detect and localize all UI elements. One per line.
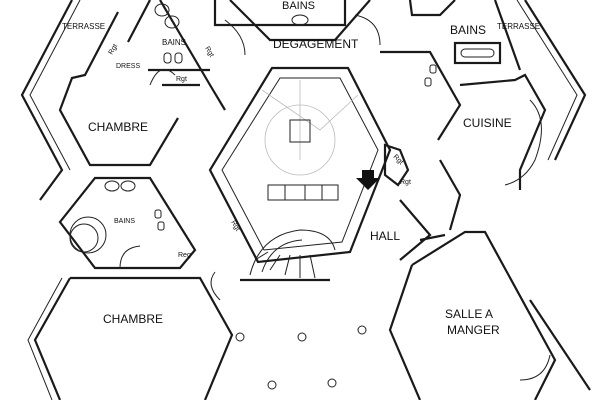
label-hall: HALL — [370, 229, 400, 243]
label-chambre-lower: CHAMBRE — [103, 312, 163, 326]
entrance-arrow-icon — [356, 170, 380, 190]
label-reg: Reg — [178, 252, 191, 259]
label-salle-a-manger-1: SALLE A — [445, 307, 493, 321]
label-rgt: Rgt — [400, 179, 411, 186]
label-terrasse-left: TERRASSE — [62, 22, 105, 31]
label-rgt: Rgt — [176, 76, 187, 83]
label-bains-top-left: BAINS — [162, 38, 186, 47]
outer-walls — [20, 0, 591, 391]
label-rgt: Rgt — [229, 220, 241, 233]
label-salle-a-manger-2: MANGER — [447, 323, 500, 337]
bains-top-center-walls — [213, 0, 381, 56]
hall-fixtures — [356, 143, 446, 261]
label-bains-top-center: BAINS — [282, 0, 315, 12]
label-bains-top-right: BAINS — [450, 23, 486, 37]
label-cuisine: CUISINE — [463, 116, 512, 130]
label-rgt: Rgt — [203, 46, 215, 59]
staircase — [240, 229, 336, 282]
central-core-walls — [208, 66, 392, 264]
bains-left-walls — [58, 176, 197, 270]
label-chambre-upper: CHAMBRE — [88, 120, 148, 134]
bains-top-right-walls — [380, 0, 522, 141]
chambre-upper-walls — [58, 0, 226, 167]
salle-a-manger-walls — [388, 230, 557, 400]
cuisine-walls — [439, 73, 547, 231]
label-rgt: Rgt — [108, 43, 120, 56]
label-bains-left: BAINS — [114, 218, 135, 225]
label-dress: DRESS — [116, 63, 140, 70]
columns — [235, 325, 367, 390]
label-terrasse-right: TERRASSE — [497, 22, 540, 31]
chambre-lower-walls — [27, 271, 234, 400]
label-degagement: DEGAGEMENT — [273, 37, 359, 51]
